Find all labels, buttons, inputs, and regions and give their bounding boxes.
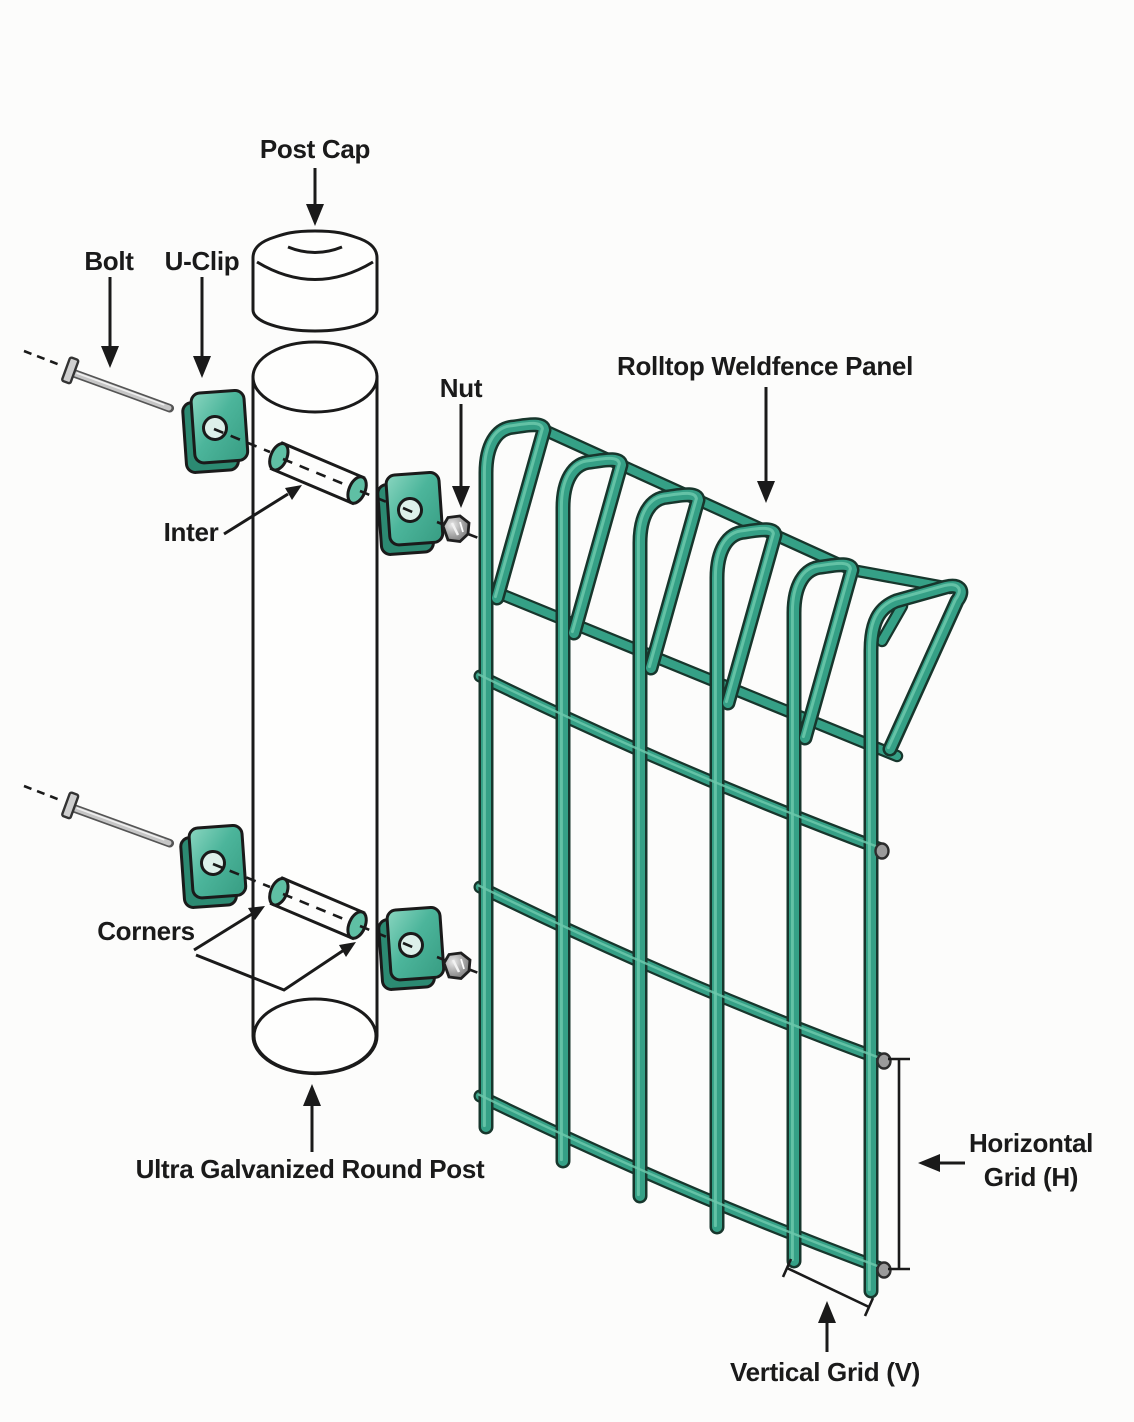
arrowhead-inter bbox=[285, 485, 302, 500]
dimension-v-grid bbox=[781, 1258, 875, 1317]
arrowhead-nut bbox=[452, 486, 470, 508]
post-cap-illustration bbox=[251, 229, 379, 333]
fence-panel bbox=[479, 423, 961, 1291]
nut-upper bbox=[441, 514, 471, 543]
label-u-clip: U-Clip bbox=[164, 246, 240, 276]
arrowhead-v-grid bbox=[818, 1301, 836, 1323]
label-inter: Inter bbox=[163, 517, 219, 547]
wire-end-cap bbox=[874, 842, 890, 860]
wire-end-cap bbox=[876, 1052, 892, 1070]
label-v-grid: Vertical Grid (V) bbox=[730, 1357, 920, 1387]
arrowhead-post-cap bbox=[306, 204, 324, 226]
callout-arrows bbox=[101, 168, 965, 1352]
arrowhead-corners-2 bbox=[339, 942, 356, 957]
label-h-grid-line1: Horizontal bbox=[968, 1128, 1094, 1158]
arrowhead-h-grid bbox=[918, 1154, 940, 1172]
arrowhead-u-clip bbox=[193, 356, 211, 378]
post-top-opening bbox=[251, 340, 379, 414]
bolt-lower bbox=[61, 791, 175, 848]
u-clip-upper-left bbox=[181, 389, 250, 474]
arrowhead-post bbox=[303, 1084, 321, 1106]
u-clip-lower-right bbox=[377, 906, 446, 991]
label-panel: Rolltop Weldfence Panel bbox=[617, 351, 913, 381]
nut-lower bbox=[442, 951, 472, 980]
label-h-grid: Horizontal Grid (H) bbox=[969, 1126, 1093, 1194]
u-clip-lower-left bbox=[179, 824, 248, 909]
arrowhead-corners-1 bbox=[248, 906, 265, 920]
label-bolt: Bolt bbox=[84, 246, 134, 276]
label-nut: Nut bbox=[439, 373, 483, 403]
label-h-grid-line2: Grid (H) bbox=[983, 1162, 1079, 1192]
post-bottom-opening bbox=[252, 997, 378, 1075]
label-post-cap: Post Cap bbox=[259, 134, 371, 164]
bolt-dashes bbox=[23, 349, 61, 802]
dimension-h-grid bbox=[888, 1057, 910, 1271]
arrowhead-bolt bbox=[101, 346, 119, 368]
u-clip-upper-right bbox=[376, 471, 445, 556]
bolt-upper bbox=[61, 356, 175, 413]
label-round-post: Ultra Galvanized Round Post bbox=[135, 1154, 485, 1184]
label-corners: Corners bbox=[97, 916, 195, 946]
bolt-axis-dashes bbox=[212, 427, 482, 976]
arrowhead-panel bbox=[757, 481, 775, 503]
